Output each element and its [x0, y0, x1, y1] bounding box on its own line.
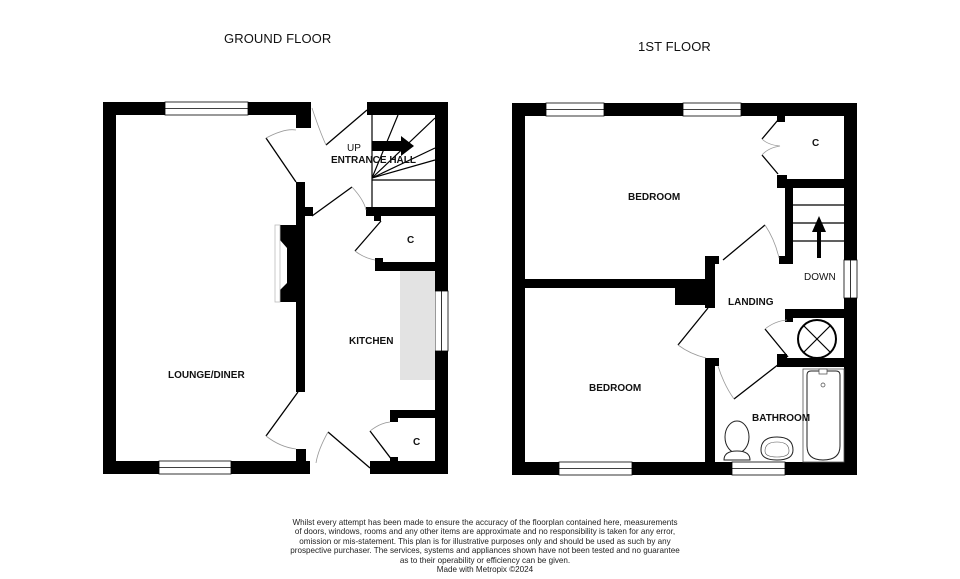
- stairs-up-label: UP: [347, 143, 361, 154]
- room-label-landing: LANDING: [728, 297, 774, 308]
- credit-line: Made with Metropix ©2024: [436, 565, 534, 575]
- room-label-bathroom: BATHROOM: [752, 413, 811, 424]
- stairs-down-label: DOWN: [804, 272, 836, 283]
- disclaimer-line: as to their operability or efficiency ca…: [399, 555, 571, 565]
- room-label-bedroom-front: BEDROOM: [628, 192, 681, 203]
- disclaimer-line: of doors, windows, rooms and any other i…: [294, 527, 676, 537]
- room-label-lounge-diner: LOUNGE/DINER: [168, 370, 245, 381]
- first-floor-title: 1ST FLOOR: [638, 39, 711, 54]
- disclaimer-line: Whilst every attempt has been made to en…: [292, 518, 678, 527]
- room-label-entrance-hall: ENTRANCE HALL: [331, 155, 416, 166]
- disclaimer-line: omission or mis-statement. This plan is …: [299, 536, 671, 546]
- room-label-cupboard: C: [812, 138, 820, 149]
- disclaimer-line: prospective purchaser. The services, sys…: [290, 546, 680, 556]
- room-label-kitchen: KITCHEN: [349, 336, 394, 347]
- room-label-bedroom-rear: BEDROOM: [589, 383, 642, 394]
- ground-floor-title: GROUND FLOOR: [224, 31, 332, 46]
- room-label-cupboard-upper: C: [407, 235, 415, 246]
- disclaimer: Whilst every attempt has been made to en…: [290, 518, 680, 574]
- room-label-cupboard-lower: C: [413, 437, 421, 448]
